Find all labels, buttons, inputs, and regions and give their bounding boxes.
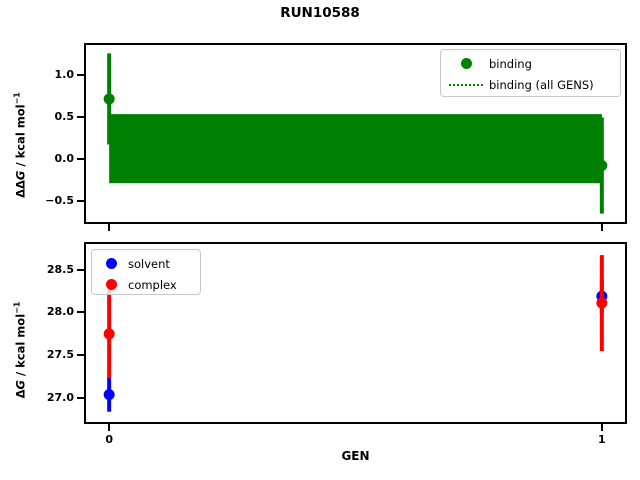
legend-label: binding (all GENS) bbox=[489, 77, 594, 92]
y-tick-label: 27.0 bbox=[46, 391, 74, 405]
y-tick bbox=[77, 73, 84, 76]
top-y-axis-label: ΔΔG / kcal mol−1 bbox=[13, 92, 28, 198]
y-tick bbox=[77, 397, 84, 400]
y-tick-label: 28.0 bbox=[46, 305, 74, 319]
complex-point bbox=[103, 328, 115, 340]
bottom-legend: solvent complex bbox=[91, 249, 201, 295]
binding-vs-gen-canvas bbox=[103, 53, 608, 214]
y-tick-label: 0.0 bbox=[54, 151, 75, 165]
x-tick bbox=[600, 224, 603, 231]
legend-label: complex bbox=[128, 277, 177, 292]
legend-label: solvent bbox=[128, 256, 170, 271]
y-tick-label: 1.0 bbox=[54, 67, 75, 81]
y-tick-label: 28.5 bbox=[46, 262, 74, 276]
unit-text: / kcal mol bbox=[13, 104, 28, 171]
x-axis-label: GEN bbox=[341, 449, 370, 463]
y-tick-label: 27.5 bbox=[46, 348, 74, 362]
top-plot-area bbox=[84, 43, 627, 224]
g-variable: G bbox=[13, 380, 28, 390]
solvent-dot-icon bbox=[105, 258, 117, 269]
legend-marker-cell bbox=[443, 58, 489, 69]
y-tick bbox=[77, 268, 84, 271]
x-tick bbox=[600, 424, 603, 431]
legend-label: binding bbox=[489, 56, 532, 71]
legend-entry-binding-all-gens: binding (all GENS) bbox=[443, 74, 618, 95]
legend-entry-complex: complex bbox=[94, 274, 198, 295]
top-legend: binding binding (all GENS) bbox=[440, 49, 621, 97]
unit-exponent: −1 bbox=[12, 301, 22, 314]
unit-exponent: −1 bbox=[12, 92, 22, 105]
x-tick-label: 1 bbox=[598, 433, 606, 446]
bottom-plot-area bbox=[84, 242, 627, 424]
y-tick bbox=[77, 354, 84, 357]
legend-entry-binding: binding bbox=[443, 53, 618, 74]
figure-title: RUN10588 bbox=[280, 5, 360, 21]
y-tick bbox=[77, 199, 84, 202]
y-tick-label: 0.5 bbox=[54, 109, 75, 123]
delta-delta-symbol: ΔΔ bbox=[13, 180, 28, 198]
x-tick bbox=[108, 224, 111, 231]
binding-point bbox=[103, 93, 115, 105]
binding-point bbox=[596, 160, 608, 172]
binding-dot-icon bbox=[460, 58, 472, 69]
x-tick bbox=[108, 424, 111, 431]
complex-point bbox=[596, 297, 608, 309]
y-tick bbox=[77, 157, 84, 160]
bottom-y-axis-label: ΔG / kcal mol−1 bbox=[13, 302, 28, 399]
dotted-line-icon bbox=[449, 83, 483, 86]
all-gens-band bbox=[109, 114, 602, 184]
delta-symbol: Δ bbox=[13, 389, 28, 399]
y-tick-label: −0.5 bbox=[45, 193, 74, 207]
legend-entry-solvent: solvent bbox=[94, 253, 198, 274]
unit-text: / kcal mol bbox=[13, 313, 28, 381]
solvent-point bbox=[103, 389, 115, 401]
legend-marker-cell bbox=[443, 83, 489, 86]
legend-marker-cell bbox=[94, 279, 128, 290]
legend-marker-cell bbox=[94, 258, 128, 269]
g-variable: G bbox=[13, 170, 28, 181]
dg-vs-gen-canvas bbox=[103, 255, 608, 412]
x-tick-label: 0 bbox=[105, 433, 113, 446]
complex-dot-icon bbox=[105, 279, 117, 290]
y-tick bbox=[77, 311, 84, 314]
y-tick bbox=[77, 115, 84, 118]
